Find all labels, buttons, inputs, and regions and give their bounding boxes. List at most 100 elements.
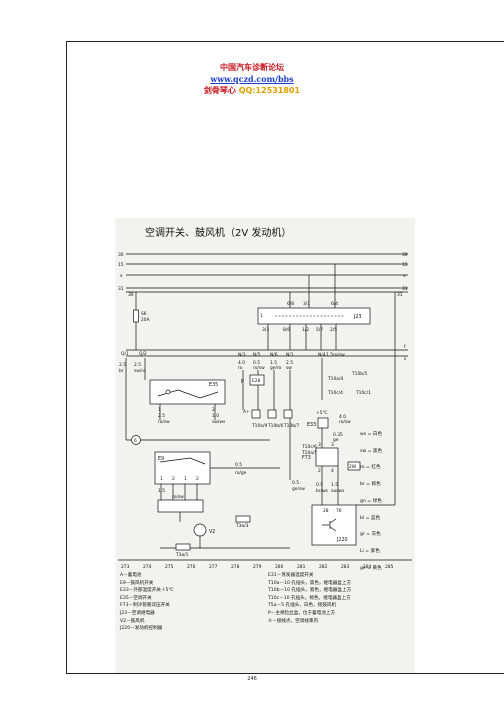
color-key-bl: bl = 蓝色 <box>360 515 381 521</box>
grid-numbers: 273 274 275 276 277 278 279 280 281 282 … <box>118 559 412 570</box>
n3-size: 4.0 <box>238 360 245 366</box>
f73-pin-4: 3 <box>318 442 321 448</box>
t10a4-label: T10a/4 <box>327 376 343 382</box>
legend-item: F73－制冷管路双压开关 <box>120 603 170 609</box>
f73-out-color-a: br/ws <box>316 488 329 494</box>
grid-276: 276 <box>187 564 196 570</box>
right-ground <box>356 292 396 506</box>
t10-connectors: T10a/9 T10b/6 T10b/7 T10a/4 T10c/4 T10b/… <box>251 371 371 456</box>
wire-color-q1: br <box>119 368 124 374</box>
color-key-ws: ws = 白色 <box>360 432 383 437</box>
author-line: 剑骨琴心 QQ:12531801 <box>0 86 504 96</box>
e35-label: E35 <box>209 382 218 388</box>
e9-label: E9 <box>158 456 164 462</box>
e9-pin-4: 2 <box>196 476 199 482</box>
forum-url[interactable]: www.qczd.com/bbs <box>210 74 294 84</box>
legend-item: E31－蒸发器温度开关 <box>268 573 314 578</box>
grid-273: 273 <box>121 564 130 570</box>
grid-280: 280 <box>275 564 284 570</box>
relay-j23: 1 J23 6/8 3/1 6/4 3/3 8/6 1/2 5/7 2/5 <box>257 264 371 350</box>
conn-n6: N/6 <box>270 352 278 358</box>
bus-letter-z: z <box>404 357 407 362</box>
relay-pin-bot-4: 5/7 <box>316 327 323 333</box>
e28-block: E28 P A+ <box>241 374 265 415</box>
rail-label-31-sub: 31 <box>397 292 403 298</box>
t10c4-label: T10c/4 <box>327 390 343 396</box>
conn-n5: N/5 <box>253 352 261 358</box>
e35-wire-color-b: sw/ws <box>212 419 226 425</box>
legend-item: ⑤－接线点，空调线束内 <box>268 618 319 624</box>
rail-label-30-left: 30 <box>118 252 124 258</box>
f73-pin-1: 4 <box>331 468 334 474</box>
f73-out-color-b: sw/ws <box>331 488 345 494</box>
n5-color: ro/sw <box>253 365 265 371</box>
n3-color: ro <box>238 365 243 371</box>
t3a1-label: T3a/1 <box>175 552 189 558</box>
legend-item: T10a－10 孔插头，黑色，继电器盒上方 <box>268 580 352 586</box>
e9-pin-2: 2 <box>172 476 175 482</box>
t10a9-label: T10a/9 <box>251 423 267 429</box>
junction-number: 6 <box>134 438 137 444</box>
sw-wire-color: ge/sw <box>292 486 305 492</box>
e35-pin-b: 2 <box>212 407 215 413</box>
forum-name: 中国汽车诊断论坛 <box>220 62 284 72</box>
conn-n3: N/3 <box>238 352 246 358</box>
switch-e35: E35 1 2 2.5 1.0 ro/sw sw/ws <box>149 379 226 425</box>
sw-wire-size: 0.5 <box>292 480 299 486</box>
t10b6-label: T10b/6 <box>267 423 284 429</box>
e31-wire-size: 4.0 <box>339 414 346 420</box>
conn-n4: N/4 <box>318 352 326 358</box>
legend-item: E9－鼓风机开关 <box>120 580 154 586</box>
e35-wire-size-b: 1.0 <box>212 413 219 419</box>
e35-wire-color-a: ro/sw <box>158 419 170 425</box>
e33-wire-size: 0.35 <box>333 432 343 438</box>
ecu-j220: 28 76 J220 <box>311 504 357 546</box>
legend-item: T10b－10 孔插头，紫色，继电器盒上方 <box>268 588 352 594</box>
legend-left: A－蓄电池 E9－鼓风机开关 E33－外部温度开关＋5℃ E35－空调开关 F7… <box>120 572 174 633</box>
t10b5-label: T10b/5 <box>351 371 368 377</box>
color-key-ro: ro = 红色 <box>360 465 381 471</box>
e31-wire-color: ro/sw <box>339 419 351 425</box>
relay-pin-top-3: 6/4 <box>331 301 338 307</box>
color-key-sw: sw = 黑色 <box>360 448 383 454</box>
j220-pin-76: 76 <box>336 508 342 514</box>
legend-item: A－蓄电池 <box>120 573 142 578</box>
e9-wire-1: 1.5 <box>158 488 165 494</box>
page-number: 246 <box>247 676 257 682</box>
rail-label-x-right: x <box>403 274 406 279</box>
t10c6-label: T10c/6 <box>301 444 317 450</box>
n6-color: ge/ro <box>270 365 282 371</box>
grid-279: 279 <box>253 564 262 570</box>
color-key-li: Li = 紫色 <box>360 548 380 554</box>
rail-label-15-right: 15 <box>402 262 408 268</box>
legend-item: J23－空调继电器 <box>120 610 155 616</box>
e35-pin-a: 1 <box>158 407 161 413</box>
grid-277: 277 <box>209 564 218 570</box>
grid-281: 281 <box>297 564 306 570</box>
grid-275: 275 <box>165 564 174 570</box>
rail-label-15-left: 15 <box>118 262 124 268</box>
blower-v2: V2 T3a/1 T3a/3 <box>160 515 290 558</box>
relay-pin-top-2: 3/1 <box>303 301 310 307</box>
relay-label-1: 1 <box>260 313 263 319</box>
author-qq: QQ:12531801 <box>238 86 301 95</box>
page-frame <box>66 41 504 674</box>
color-key-gn: gn = 绿色 <box>360 498 382 504</box>
grid-278: 278 <box>231 564 240 570</box>
j220-label: J220 <box>336 537 348 543</box>
fuse-s6: S6 20A <box>133 292 150 350</box>
e28-label: E28 <box>252 378 261 384</box>
t10b7-label: T10b/7 <box>283 423 300 429</box>
f73-out-size-b: 1.5 <box>331 482 338 488</box>
grid-284: 284 <box>363 564 372 570</box>
wire-size-q1: 2.5 <box>119 362 126 368</box>
grid-282: 282 <box>319 564 328 570</box>
f73-pin-2: 3 <box>331 442 334 448</box>
author-name: 剑骨琴心 <box>203 86 236 95</box>
bus-letter-f: f <box>404 344 406 350</box>
conn-q1: Q/1 <box>121 351 129 357</box>
e9-wire-2: ro/sw <box>172 494 184 500</box>
left-feed: f z Q/1 Q/2 2.5 2.5 br sw/ro <box>119 344 408 440</box>
grid-283: 283 <box>341 564 350 570</box>
